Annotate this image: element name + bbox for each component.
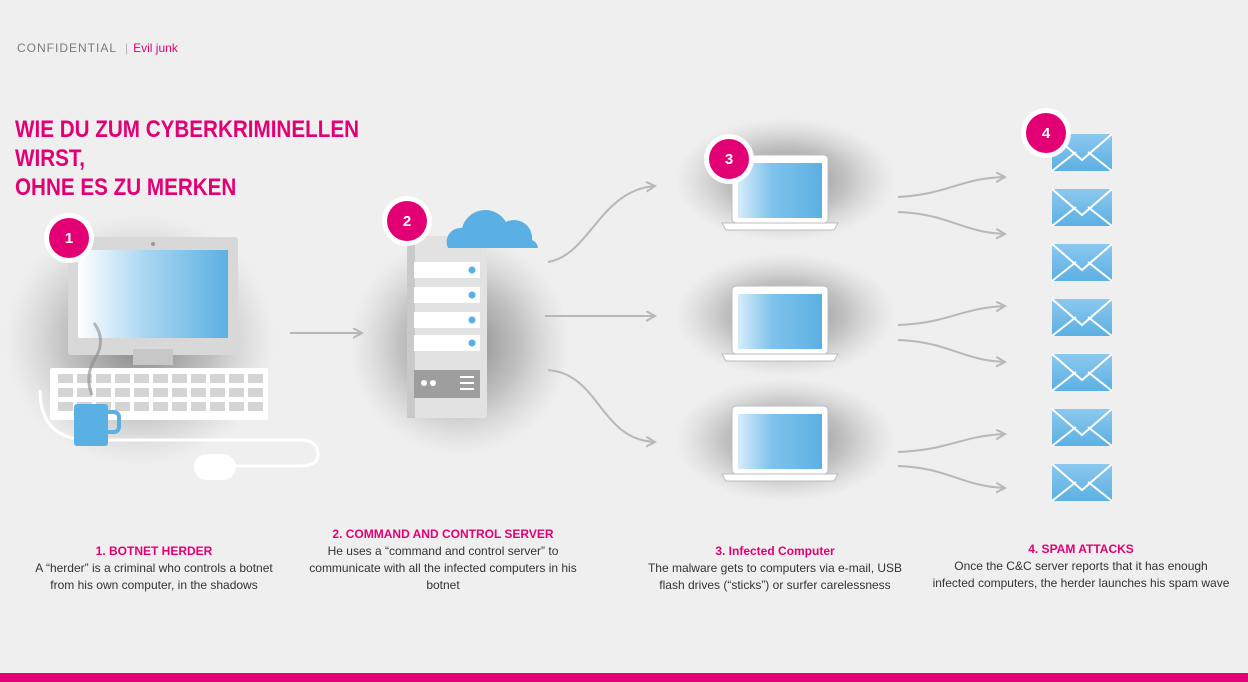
arrow-icon bbox=[897, 434, 1005, 453]
arrow-icon bbox=[897, 211, 1005, 234]
step-description: He uses a “command and control server” t… bbox=[309, 544, 577, 592]
arrow-icon bbox=[897, 306, 1005, 326]
step-description: The malware gets to computers via e-mail… bbox=[647, 561, 903, 592]
confidential-label: CONFIDENTIAL bbox=[17, 41, 118, 55]
step-description: Once the C&C server reports that it has … bbox=[932, 559, 1230, 590]
envelope-icon bbox=[1051, 243, 1113, 282]
envelope-icon bbox=[1051, 463, 1113, 502]
arrow-icon bbox=[547, 186, 655, 263]
laptop-icon bbox=[675, 378, 895, 502]
server-tower-icon bbox=[350, 235, 570, 455]
laptop-icon bbox=[675, 118, 895, 242]
step-description: A “herder” is a criminal who controls a … bbox=[35, 561, 273, 592]
step-caption-4: 4. SPAM ATTACKS Once the C&C server repo… bbox=[932, 541, 1230, 592]
laptop-icon bbox=[675, 253, 895, 377]
envelope-icon bbox=[1051, 298, 1113, 337]
envelope-icon bbox=[1051, 353, 1113, 392]
header: CONFIDENTIAL | Evil junk bbox=[17, 41, 178, 55]
step-title: 1. BOTNET HERDER bbox=[95, 544, 213, 558]
header-tag: Evil junk bbox=[133, 41, 178, 55]
arrow-icon bbox=[897, 177, 1005, 198]
step-title: 2. COMMAND AND CONTROL SERVER bbox=[332, 527, 554, 541]
step-badge-2: 2 bbox=[387, 201, 427, 241]
step-badge-1: 1 bbox=[49, 218, 89, 258]
step-title: 3. Infected Computer bbox=[715, 544, 835, 558]
envelope-icon bbox=[1051, 408, 1113, 447]
step-caption-2: 2. COMMAND AND CONTROL SERVER He uses a … bbox=[308, 526, 578, 594]
mouse-icon bbox=[194, 454, 236, 480]
step-title: 4. SPAM ATTACKS bbox=[1028, 542, 1134, 556]
arrow-icon bbox=[897, 339, 1005, 362]
cloud-icon bbox=[446, 210, 538, 248]
step-caption-1: 1. BOTNET HERDER A “herder” is a crimina… bbox=[30, 543, 278, 594]
coffee-mug-icon bbox=[74, 322, 121, 446]
header-separator: | bbox=[125, 41, 129, 55]
bottom-accent-bar bbox=[0, 673, 1248, 682]
title-line-2: OHNE ES ZU MERKEN bbox=[15, 174, 237, 201]
desktop-computer-icon bbox=[5, 215, 320, 468]
page-title: WIE DU ZUM CYBERKRIMINELLEN WIRST, OHNE … bbox=[15, 115, 411, 202]
envelope-icon bbox=[1051, 188, 1113, 227]
arrow-icon bbox=[897, 465, 1005, 488]
step-badge-3: 3 bbox=[709, 139, 749, 179]
step-badge-4: 4 bbox=[1026, 113, 1066, 153]
step-caption-3: 3. Infected Computer The malware gets to… bbox=[636, 543, 914, 594]
arrow-icon bbox=[547, 369, 655, 442]
title-line-1: WIE DU ZUM CYBERKRIMINELLEN WIRST, bbox=[15, 116, 359, 172]
